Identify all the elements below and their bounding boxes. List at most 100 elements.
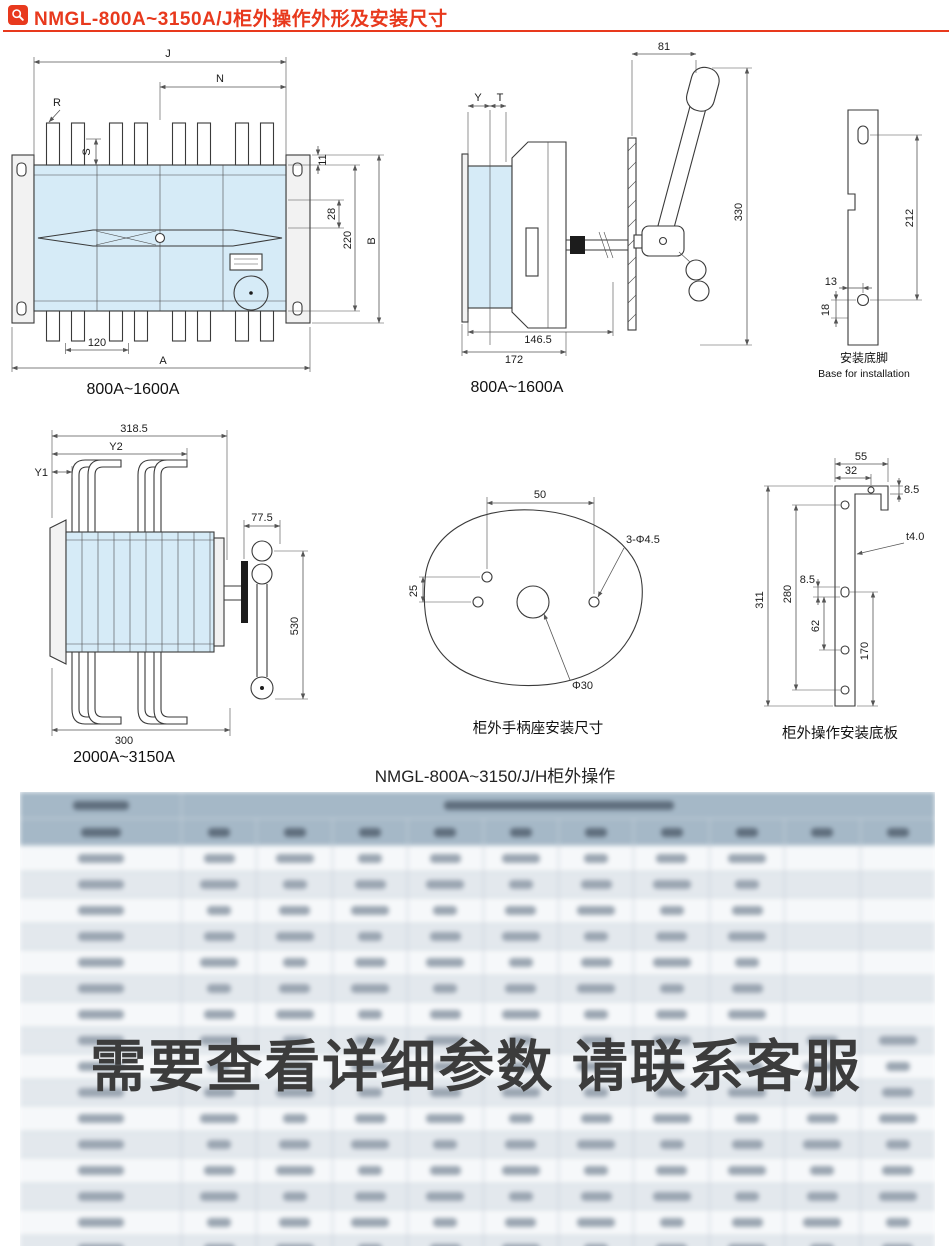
table-cell [20, 1054, 182, 1079]
dim-55: 55 [855, 451, 867, 463]
table-cell [408, 1028, 484, 1053]
table-cell [182, 1132, 258, 1157]
table-cell [785, 846, 861, 871]
table-cell [484, 1054, 560, 1079]
dim-8-5-left: 8.5 [800, 574, 815, 586]
table-cell [182, 1080, 258, 1105]
table-cell [634, 1054, 710, 1079]
table-cell [333, 1002, 409, 1027]
table-cell [408, 1106, 484, 1131]
table-cell [785, 1236, 861, 1246]
table-cell [484, 872, 560, 897]
dim-280: 280 [782, 585, 794, 603]
table-cell [182, 1106, 258, 1131]
dim-32: 32 [845, 465, 857, 477]
drawing-handle-base: 50 25 3-Φ4.5 Φ30 柜外手柄座安装尺寸 [395, 465, 705, 750]
table-cell [710, 1158, 786, 1183]
base-label-cn: 安装底脚 [840, 350, 888, 365]
table-cell [408, 1236, 484, 1246]
table-cell [559, 1080, 635, 1105]
table-cell [634, 950, 710, 975]
table-cell [861, 1106, 935, 1131]
dim-25: 25 [408, 585, 420, 597]
table-cell [333, 1106, 409, 1131]
table-cell [484, 950, 560, 975]
dim-81: 81 [658, 41, 670, 53]
table-cell [484, 1106, 560, 1131]
dim-thickness: t4.0 [906, 531, 924, 543]
table-cell [257, 1184, 333, 1209]
table-cell [861, 1132, 935, 1157]
table-cell [634, 1132, 710, 1157]
table-cell [484, 924, 560, 949]
table-cell [20, 898, 182, 923]
table-cell [785, 976, 861, 1001]
table-cell [634, 1210, 710, 1235]
table-cell [634, 924, 710, 949]
table-cell [785, 1106, 861, 1131]
table-cell [559, 1002, 635, 1027]
drawing-label: 柜外操作安装底板 [782, 724, 898, 742]
table-cell [182, 819, 258, 845]
table-cell [634, 1184, 710, 1209]
dim-530: 530 [289, 617, 301, 635]
table-cell [484, 819, 560, 845]
table-cell [408, 924, 484, 949]
spec-table [20, 792, 935, 1246]
table-cell [559, 1236, 635, 1246]
table-cell [484, 1210, 560, 1235]
table-cell [559, 1210, 635, 1235]
table-cell [257, 1080, 333, 1105]
table-cell [559, 872, 635, 897]
table-cell [785, 1184, 861, 1209]
table-cell [257, 819, 333, 845]
drawing-label: 800A~1600A [471, 379, 564, 396]
table-cell [710, 1028, 786, 1053]
dim-R: R [53, 97, 61, 109]
table-cell [634, 1106, 710, 1131]
dim-Y2: Y2 [109, 441, 122, 453]
table-cell [710, 950, 786, 975]
table-cell [861, 1236, 935, 1246]
table-cell [333, 819, 409, 845]
table-cell [257, 1158, 333, 1183]
drawing-front-view-2000a: 318.5 Y2 Y1 77.5 530 300 2000A~3150A [12, 420, 342, 770]
table-cell [861, 1028, 935, 1053]
table-cell [408, 846, 484, 871]
table-cell [182, 1210, 258, 1235]
table-cell [634, 1236, 710, 1246]
dim-11: 11 [317, 154, 329, 165]
table-cell [559, 1054, 635, 1079]
table-cell [861, 1158, 935, 1183]
table-cell [861, 1210, 935, 1235]
title-divider [3, 30, 949, 32]
table-row [20, 1210, 935, 1236]
table-cell [785, 872, 861, 897]
table-row [20, 950, 935, 976]
dim-holes: 3-Φ4.5 [626, 534, 660, 546]
table-cell [20, 846, 182, 871]
table-cell [785, 1210, 861, 1235]
table-cell [785, 1080, 861, 1105]
table-row [20, 1184, 935, 1210]
dim-J: J [165, 48, 171, 60]
table-cell [20, 1236, 182, 1246]
table-cell [182, 846, 258, 871]
table-row [20, 1132, 935, 1158]
table-cell [333, 1236, 409, 1246]
drawing-label: 800A~1600A [87, 381, 180, 398]
table-cell [634, 819, 710, 845]
table-cell [408, 1002, 484, 1027]
table-cell [408, 872, 484, 897]
table-cell [710, 846, 786, 871]
table-cell [257, 898, 333, 923]
dim-120: 120 [88, 337, 106, 349]
table-cell [861, 846, 935, 871]
table-cell [333, 924, 409, 949]
dim-28: 28 [326, 208, 338, 220]
drawing-label: 柜外手柄座安装尺寸 [473, 720, 604, 737]
table-cell [634, 872, 710, 897]
table-cell [257, 924, 333, 949]
dim-170: 170 [859, 642, 871, 660]
